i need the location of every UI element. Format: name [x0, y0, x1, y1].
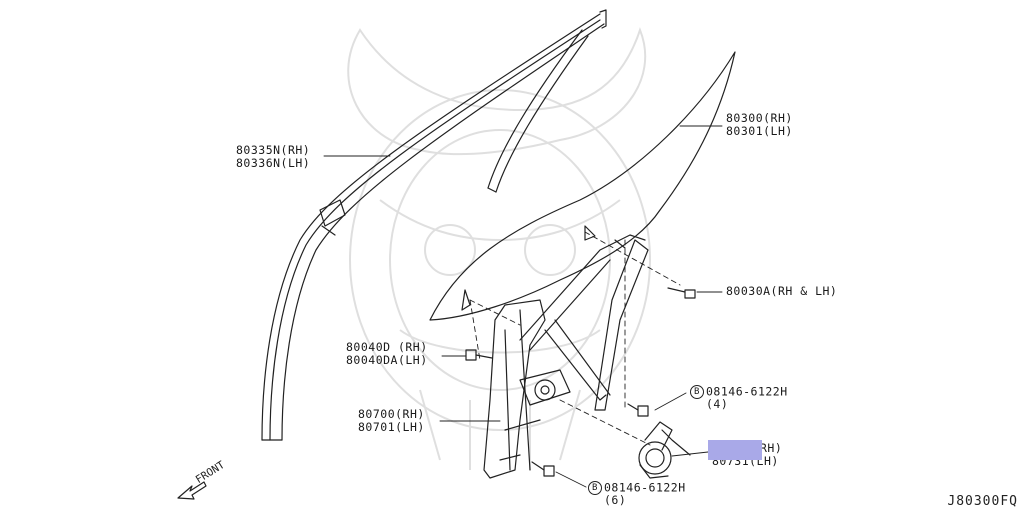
label-glass-rh: 80300(RH) — [726, 111, 793, 125]
door-sash-moulding — [261, 9, 607, 441]
bolt-symbol-icon: B — [690, 385, 704, 399]
regulator-motor — [638, 421, 691, 479]
label-regulator-lh: 80701(LH) — [358, 420, 425, 434]
window-regulator — [483, 234, 649, 479]
label-bolt-regulator-rh: 80040D (RH) — [346, 340, 428, 354]
bolt-symbol-icon: B — [588, 481, 602, 495]
front-arrow — [177, 481, 207, 500]
guide-lines — [469, 231, 681, 446]
label-bolt-lower-qty: (6) — [604, 493, 627, 507]
watermark-emblem — [347, 27, 651, 470]
bolts — [465, 287, 696, 477]
leader-lines — [323, 125, 723, 488]
label-motor-rh: RH) — [760, 441, 783, 455]
label-bolt-motor-qty: (4) — [706, 397, 729, 411]
diagram-reference: J80300FQ — [947, 494, 1018, 509]
label-glass-lh: 80301(LH) — [726, 124, 793, 138]
label-sash-rh: 80335N(RH) — [236, 143, 311, 157]
label-sash-lh: 80336N(LH) — [236, 156, 311, 170]
bolt-motor-code: 08146-6122H — [706, 384, 788, 399]
redaction-box — [708, 440, 762, 460]
bolt-lower-code: 08146-6122H — [604, 480, 686, 495]
glass-run-channel — [487, 29, 589, 193]
label-regulator-rh: 80700(RH) — [358, 407, 425, 421]
label-bolt-glass: 80030A(RH & LH) — [726, 284, 838, 298]
label-bolt-regulator-lh: 80040DA(LH) — [346, 353, 428, 367]
